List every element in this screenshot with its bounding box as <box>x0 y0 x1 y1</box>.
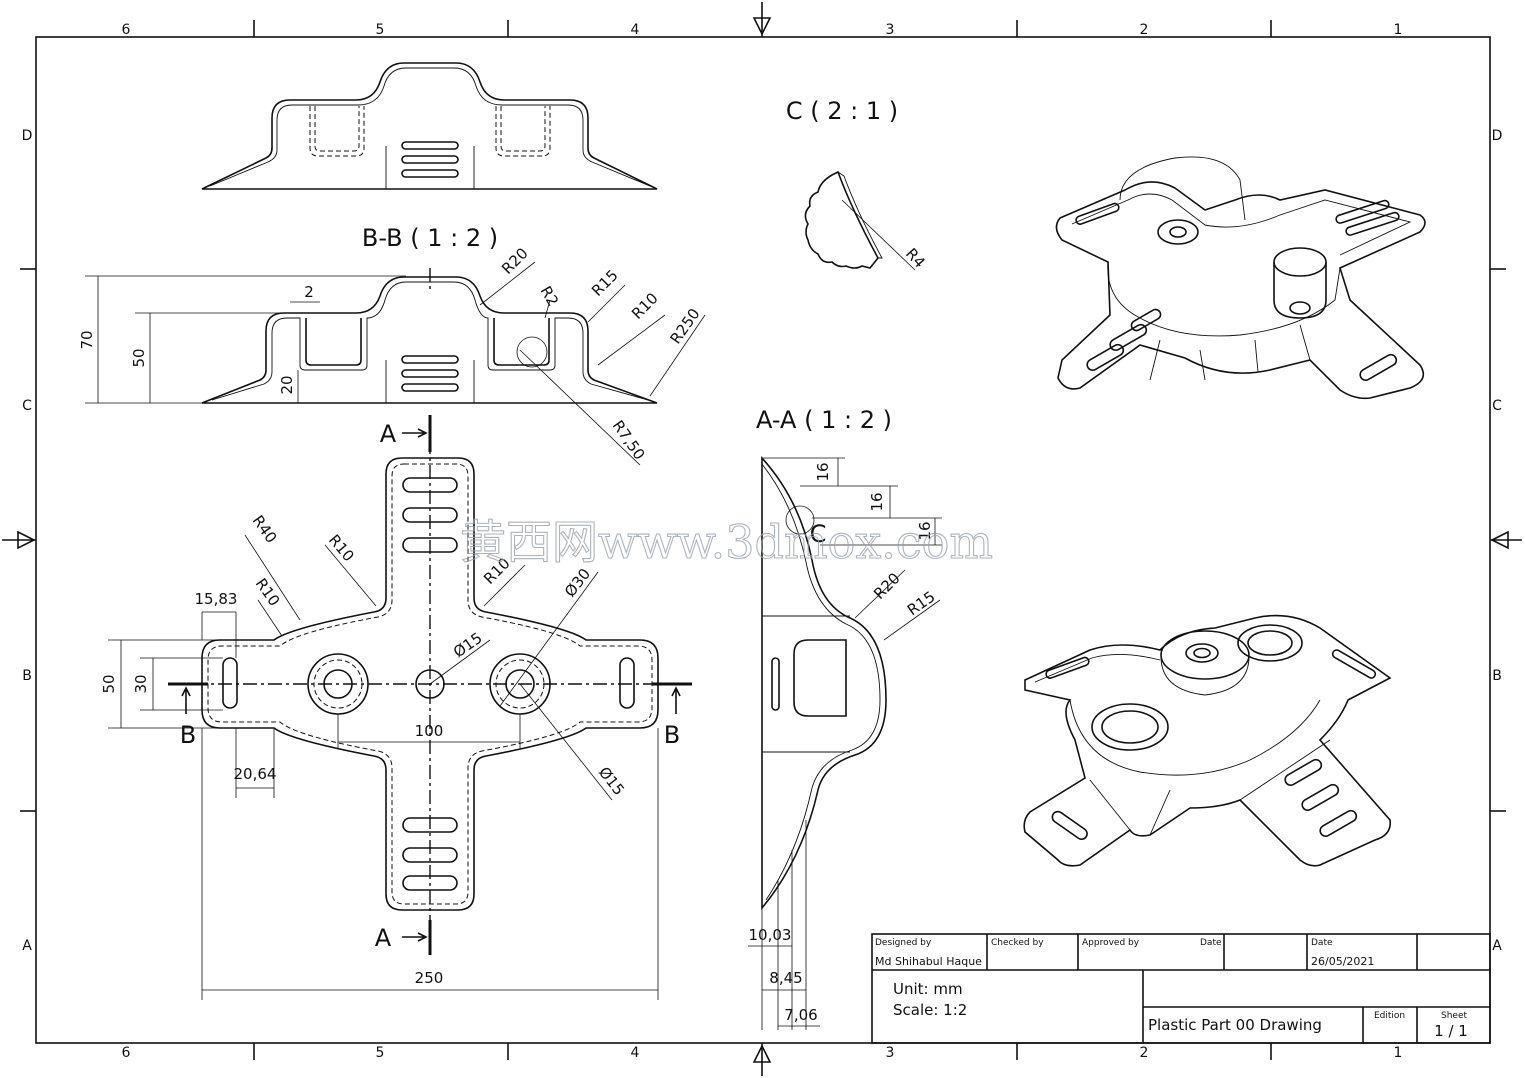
dim-plan-20-64: 20,64 <box>234 765 277 783</box>
zone-col-5-bottom: 5 <box>376 1045 385 1061</box>
dim-detail-r4: R4 <box>902 245 929 272</box>
section-bb-view <box>85 261 706 466</box>
dim-plan-250: 250 <box>415 969 444 987</box>
dim-bb-r15: R15 <box>588 266 622 300</box>
edition-label: Edition <box>1374 1011 1405 1021</box>
dim-bb-70: 70 <box>78 330 96 349</box>
detail-c-callout <box>785 505 815 535</box>
zone-col-6-top: 6 <box>122 22 131 38</box>
zone-col-3-bottom: 3 <box>886 1045 895 1061</box>
zone-row-c-right: C <box>1492 398 1502 414</box>
detail-c-title: C ( 2 : 1 ) <box>786 97 898 125</box>
zone-col-2-top: 2 <box>1140 22 1149 38</box>
title-block-frame <box>871 933 1491 1044</box>
zone-row-c-left: C <box>22 398 32 414</box>
marker-a-top: A <box>380 420 397 448</box>
zone-row-a-right: A <box>1492 938 1502 954</box>
dim-aa-r15: R15 <box>904 588 939 620</box>
dim-bb-r2: R2 <box>537 283 563 309</box>
section-aa-title: A-A ( 1 : 2 ) <box>756 406 892 434</box>
zone-col-4-bottom: 4 <box>631 1045 640 1061</box>
zone-row-d-left: D <box>22 128 33 144</box>
dim-plan-30: 30 <box>132 674 150 693</box>
iso-view-bottom <box>1023 614 1392 867</box>
date-value: 26/05/2021 <box>1311 955 1374 968</box>
zone-col-1-bottom: 1 <box>1394 1045 1403 1061</box>
section-bb-title: B-B ( 1 : 2 ) <box>362 224 498 252</box>
scale-value: Scale: 1:2 <box>893 1001 967 1019</box>
zone-row-a-left: A <box>22 938 32 954</box>
date-label: Date <box>1311 938 1333 948</box>
zone-row-d-right: D <box>1492 128 1503 144</box>
checked-by-label: Checked by <box>991 938 1044 948</box>
zone-col-3-top: 3 <box>886 22 895 38</box>
dim-bb-2: 2 <box>304 283 314 301</box>
dim-plan-d30: Ø30 <box>561 565 594 600</box>
dim-bb-r20: R20 <box>498 244 532 278</box>
date-label-approved: Date <box>1200 938 1222 948</box>
dim-aa-16-a: 16 <box>814 462 832 481</box>
zone-col-5-top: 5 <box>376 22 385 38</box>
dim-aa-r20: R20 <box>870 569 904 603</box>
zone-col-4-top: 4 <box>631 22 640 38</box>
watermark: 黄西网www.3dmox.com <box>460 515 993 569</box>
front-view <box>201 62 658 190</box>
zone-row-b-left: B <box>22 668 32 684</box>
designed-by-label: Designed by <box>875 938 932 948</box>
dim-bb-r10: R10 <box>628 289 662 323</box>
dim-bb-20: 20 <box>278 375 296 394</box>
dim-bb-r250: R250 <box>667 305 704 347</box>
dim-plan-100: 100 <box>415 722 444 740</box>
dim-aa-16-b: 16 <box>868 492 886 511</box>
plan-view <box>108 415 692 1000</box>
dim-bb-50: 50 <box>130 348 148 367</box>
dim-bb-r7-50: R7,50 <box>609 417 649 463</box>
section-aa-view <box>748 455 942 1030</box>
dim-aa-16-c: 16 <box>916 521 934 540</box>
marker-a-bottom: A <box>375 924 392 952</box>
approved-by-label: Approved by <box>1082 938 1140 948</box>
zone-row-b-right: B <box>1492 668 1502 684</box>
dim-aa-10-03: 10,03 <box>749 926 792 944</box>
sheet-value: 1 / 1 <box>1434 1022 1468 1040</box>
unit-value: Unit: mm <box>893 980 963 998</box>
detail-c-view <box>804 170 916 271</box>
sheet-label: Sheet <box>1441 1011 1467 1021</box>
dim-plan-r10-a: R10 <box>252 575 284 610</box>
zone-col-6-bottom: 6 <box>122 1045 131 1061</box>
dim-plan-50: 50 <box>100 674 118 693</box>
drawing-title: Plastic Part 00 Drawing <box>1148 1016 1322 1034</box>
zone-col-2-bottom: 2 <box>1140 1045 1149 1061</box>
dim-aa-8-45: 8,45 <box>769 969 802 987</box>
zone-col-1-top: 1 <box>1394 22 1403 38</box>
iso-view-top <box>1055 156 1426 400</box>
dim-plan-15-83: 15,83 <box>195 590 238 608</box>
designed-by-value: Md Shihabul Haque <box>875 955 982 968</box>
dim-plan-r40: R40 <box>249 512 281 547</box>
marker-b-left: B <box>180 721 196 749</box>
dim-aa-7-06: 7,06 <box>784 1006 817 1024</box>
dim-plan-d15-b: Ø15 <box>595 763 628 798</box>
marker-b-right: B <box>664 721 680 749</box>
dim-plan-r10-b: R10 <box>325 531 358 565</box>
marker-c: C <box>810 520 827 548</box>
